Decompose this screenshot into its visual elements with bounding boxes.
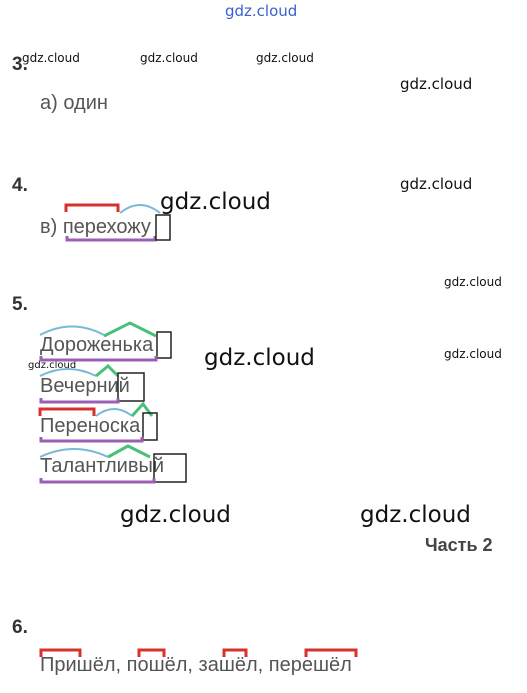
watermark: gdz.cloud (22, 51, 80, 65)
prefix-mark (304, 648, 358, 657)
part-label: Часть 2 (425, 535, 493, 555)
stem-underline (39, 398, 120, 404)
watermark: gdz.cloud (360, 502, 471, 528)
watermark-top: gdz.cloud (225, 2, 298, 20)
watermark: gdz.cloud (400, 75, 473, 93)
suffix-mark (130, 401, 154, 418)
ending-box (142, 412, 158, 441)
watermark: gdz.cloud (400, 175, 473, 193)
stem-underline (39, 356, 158, 362)
suffix-mark (95, 363, 120, 378)
watermark: gdz.cloud (444, 347, 502, 361)
watermark: gdz.cloud (28, 360, 77, 371)
word-item: Дороженька (40, 334, 154, 356)
word-item: Талантливый (40, 455, 165, 477)
stem-underline (39, 437, 144, 443)
watermark: gdz.cloud (204, 345, 315, 371)
task-number: 4. (12, 175, 28, 196)
watermark: gdz.cloud (444, 275, 502, 289)
word-item: Вечерний (40, 375, 130, 397)
watermark: gdz.cloud (160, 189, 271, 215)
watermark: gdz.cloud (256, 51, 314, 65)
prefix-mark (38, 407, 96, 416)
root-mark (39, 448, 109, 458)
word-item: Переноска (40, 415, 141, 437)
watermark: gdz.cloud (120, 502, 231, 528)
ending-box (155, 214, 171, 241)
root-mark (95, 408, 133, 417)
watermark: gdz.cloud (140, 51, 198, 65)
task-number: 6. (12, 617, 28, 638)
ending-box (156, 331, 172, 359)
task-number: 5. (12, 294, 28, 315)
prefix-mark (137, 648, 166, 657)
ending-box (153, 453, 187, 483)
prefix-mark (39, 648, 82, 657)
root-mark (119, 204, 161, 214)
task-number: 3. (12, 54, 28, 75)
prefix-mark (64, 203, 120, 212)
task-answer: Пришёл, пошёл, зашёл, перешёл (40, 654, 352, 676)
ending-box (117, 372, 145, 402)
task-answer: в) перехожу (40, 216, 151, 238)
stem-underline (65, 236, 157, 242)
prefix-mark (222, 648, 248, 657)
task-answer: а) один (40, 92, 108, 114)
stem-underline (39, 478, 156, 484)
root-mark (39, 368, 97, 377)
suffix-mark (103, 321, 157, 338)
suffix-mark (107, 444, 151, 459)
root-mark (39, 325, 105, 336)
